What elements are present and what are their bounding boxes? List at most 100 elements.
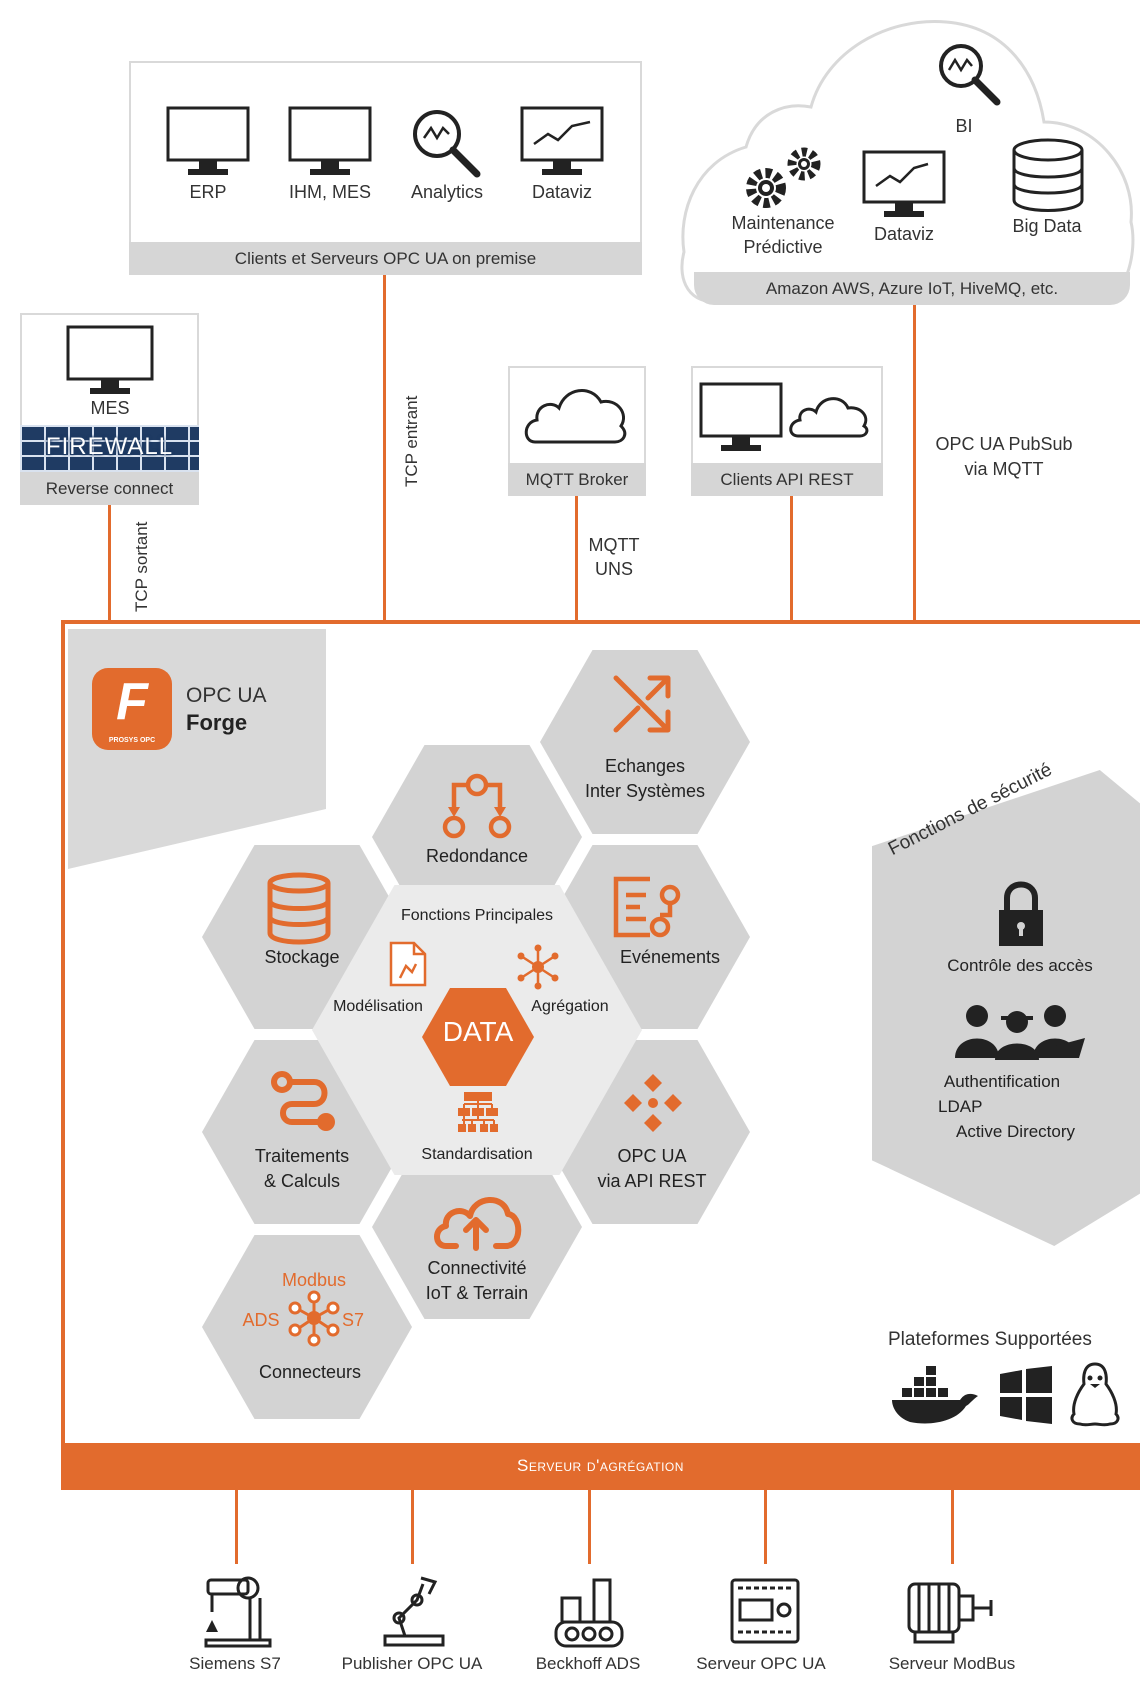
opcua-server-device-icon: [730, 1578, 800, 1644]
center-standardisation: Standardisation: [421, 1146, 533, 1163]
security-auth-line2: LDAP: [938, 1097, 983, 1116]
rest-clients-bar: Clients API REST: [691, 463, 883, 496]
pubsub-line2-label: via MQTT: [964, 459, 1044, 479]
modbus-motor-icon: [907, 1582, 993, 1644]
hex-connecteurs-label: Connecteurs: [258, 1362, 362, 1382]
lock-icon: [999, 881, 1043, 946]
rest-monitor-icon: [699, 382, 783, 451]
hex-evenements-label: Evénements: [619, 947, 721, 967]
ihm-monitor-icon: [288, 106, 372, 175]
firewall-label: FIREWALL: [45, 433, 174, 460]
cloud-dataviz-label: Dataviz: [873, 224, 935, 244]
device-label-publisher: Publisher OPC UA: [341, 1654, 483, 1673]
erp-monitor-icon: [166, 106, 250, 175]
on-premise-bar: Clients et Serveurs OPC UA on premise: [129, 242, 642, 275]
center-modelisation: Modélisation: [333, 998, 423, 1015]
hex-stockage-label: Stockage: [264, 947, 340, 967]
center-agregation: Agrégation: [531, 998, 609, 1015]
hex-echanges-line1: Echanges: [604, 756, 686, 776]
pubsub-line1-label: OPC UA PubSub: [935, 434, 1073, 454]
robot-arm-icon: [204, 1576, 272, 1648]
device-line-4: [764, 1490, 767, 1564]
hex-redondance-label: Redondance: [425, 846, 529, 866]
rest-cloud-icon: [789, 397, 869, 438]
cloud-bar: Amazon AWS, Azure IoT, HiveMQ, etc.: [694, 272, 1130, 305]
processing-path-icon: [271, 1071, 335, 1131]
mqtt-line1-label: MQTT: [588, 535, 640, 555]
hex-opcua-rest-line1: OPC UA: [617, 1146, 687, 1166]
hex-echanges: [540, 650, 750, 834]
hex-traitements-line2: & Calculs: [263, 1171, 341, 1191]
hex-opcua-rest-line2: via API REST: [597, 1171, 707, 1191]
platforms-title: Plateformes Supportées: [888, 1329, 1092, 1350]
device-label-modbus: Serveur ModBus: [888, 1654, 1016, 1673]
hex-connectivite-line2: IoT & Terrain: [425, 1283, 529, 1303]
security-access-label: Contrôle des accès: [947, 956, 1093, 975]
cloud-dataviz-monitor-icon: [862, 150, 946, 217]
mqtt-line2-label: UNS: [594, 559, 633, 579]
on-premise-item-analytics: Analytics: [410, 182, 484, 202]
standardisation-hierarchy-icon: [458, 1092, 498, 1132]
cloud-maintenance-line1: Maintenance: [731, 213, 835, 233]
linux-icon: [1070, 1362, 1120, 1427]
mes-title: MES: [90, 398, 130, 418]
beckhoff-device-icon: [554, 1578, 624, 1648]
connectors-hub-icon: [288, 1290, 340, 1347]
device-line-2: [411, 1490, 414, 1564]
hex-s7-label: S7: [341, 1310, 365, 1330]
hex-modbus-label: Modbus: [281, 1270, 347, 1290]
server-bar-label: Serveur d'agrégation: [517, 1456, 684, 1475]
line-tcp-entrant: [383, 275, 386, 620]
forge-title-line2: Forge: [186, 710, 248, 735]
analytics-magnifier-icon: [413, 110, 481, 178]
windows-icon: [1000, 1366, 1052, 1424]
forge-logo-icon: F PROSYS OPC: [92, 668, 172, 750]
cloud-shape: [680, 20, 1135, 304]
mqtt-broker-bar: MQTT Broker: [508, 463, 646, 496]
storage-database-icon: [267, 872, 331, 945]
dataviz-monitor-icon: [520, 106, 604, 175]
security-panel: [872, 770, 1140, 1246]
forge-logo-letter: F: [116, 673, 148, 731]
cloud-maintenance-line2: Prédictive: [743, 237, 823, 257]
security-auth-line1: Authentification: [943, 1072, 1061, 1091]
aggregation-network-icon: [517, 944, 559, 990]
cloud-bigdata-label: Big Data: [1012, 216, 1082, 236]
hex-ads-label: ADS: [242, 1310, 280, 1330]
api-diamond-icon: [624, 1074, 682, 1132]
mqtt-cloud-icon: [524, 389, 627, 444]
modelisation-doc-icon: [389, 941, 427, 987]
events-icon: [613, 876, 681, 938]
firewall-band: FIREWALL: [20, 425, 199, 472]
on-premise-item-ihm-mes: IHM, MES: [288, 182, 371, 202]
security-auth-line3: Active Directory: [956, 1122, 1076, 1141]
device-line-5: [951, 1490, 954, 1564]
on-premise-item-erp: ERP: [189, 182, 227, 202]
docker-icon: [892, 1366, 978, 1424]
redundancy-icon: [442, 773, 512, 839]
center-title: Fonctions Principales: [400, 907, 554, 924]
data-hexagon-label: DATA: [442, 1016, 514, 1047]
publisher-robot-icon: [383, 1576, 445, 1647]
line-mqtt: [575, 496, 578, 620]
hex-traitements-line1: Traitements: [254, 1146, 350, 1166]
line-pubsub: [913, 305, 916, 620]
bi-magnifier-icon: [939, 44, 1001, 106]
gears-icon: [746, 147, 821, 208]
cloud-bi-label: BI: [955, 116, 973, 136]
device-label-opcua-server: Serveur OPC UA: [696, 1654, 826, 1673]
forge-logo-small: PROSYS OPC: [108, 737, 156, 744]
device-line-1: [235, 1490, 238, 1564]
device-label-beckhoff: Beckhoff ADS: [535, 1654, 641, 1673]
tcp-sortant-label: TCP sortant: [132, 521, 151, 612]
big-data-database-icon: [1012, 138, 1084, 212]
device-line-3: [588, 1490, 591, 1564]
server-bar: Serveur d'agrégation: [61, 1443, 1140, 1490]
device-label-siemens: Siemens S7: [189, 1654, 281, 1673]
on-premise-item-dataviz: Dataviz: [531, 182, 593, 202]
line-rest: [790, 496, 793, 620]
line-tcp-sortant: [108, 505, 111, 620]
mes-monitor-icon: [66, 325, 154, 394]
cloud-upload-icon: [434, 1197, 522, 1251]
users-group-icon: [955, 1005, 1085, 1060]
